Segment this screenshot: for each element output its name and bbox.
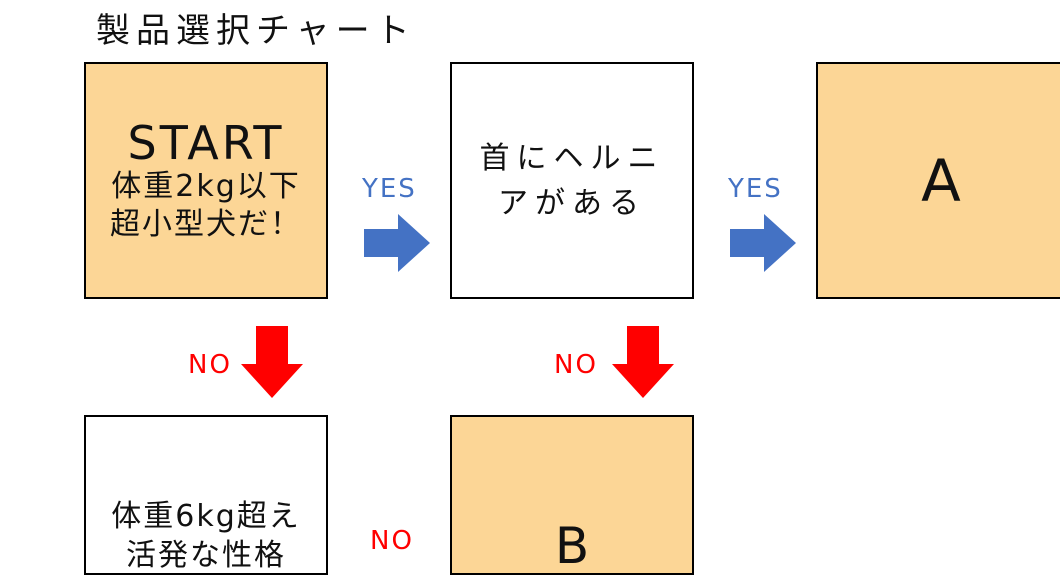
hernia-node-line-2: アがある xyxy=(498,185,646,221)
result-b-label: B xyxy=(554,517,590,575)
edge-label-yes-1: YES xyxy=(362,174,417,204)
start-node-line-3: 超小型犬だ！ xyxy=(110,206,302,242)
start-node: START 体重2kg以下 超小型犬だ！ xyxy=(84,62,328,299)
right-arrow-icon xyxy=(364,214,430,272)
chart-title: 製品選択チャート xyxy=(96,11,416,51)
edge-label-no-1: NO xyxy=(188,350,232,380)
edge-label-no-2: NO xyxy=(554,350,598,380)
down-arrow-icon xyxy=(241,326,303,398)
weight-6kg-question-node: 体重6kg超え 活発な性格 xyxy=(84,415,328,575)
result-b-node: B xyxy=(450,415,694,575)
start-node-line-2: 体重2kg以下 xyxy=(111,169,301,205)
result-a-node: A xyxy=(816,62,1060,299)
hernia-question-node: 首にヘルニ アがある xyxy=(450,62,694,299)
weight6-node-line-1: 体重6kg超え xyxy=(111,499,301,534)
edge-label-no-3: NO xyxy=(370,526,414,556)
result-a-label: A xyxy=(921,146,961,215)
right-arrow-icon xyxy=(730,214,796,272)
start-node-line-1: START xyxy=(127,115,285,170)
hernia-node-line-1: 首にヘルニ xyxy=(479,140,665,176)
edge-label-yes-2: YES xyxy=(728,174,783,204)
down-arrow-icon xyxy=(612,326,674,398)
weight6-node-line-2: 活発な性格 xyxy=(126,538,286,573)
